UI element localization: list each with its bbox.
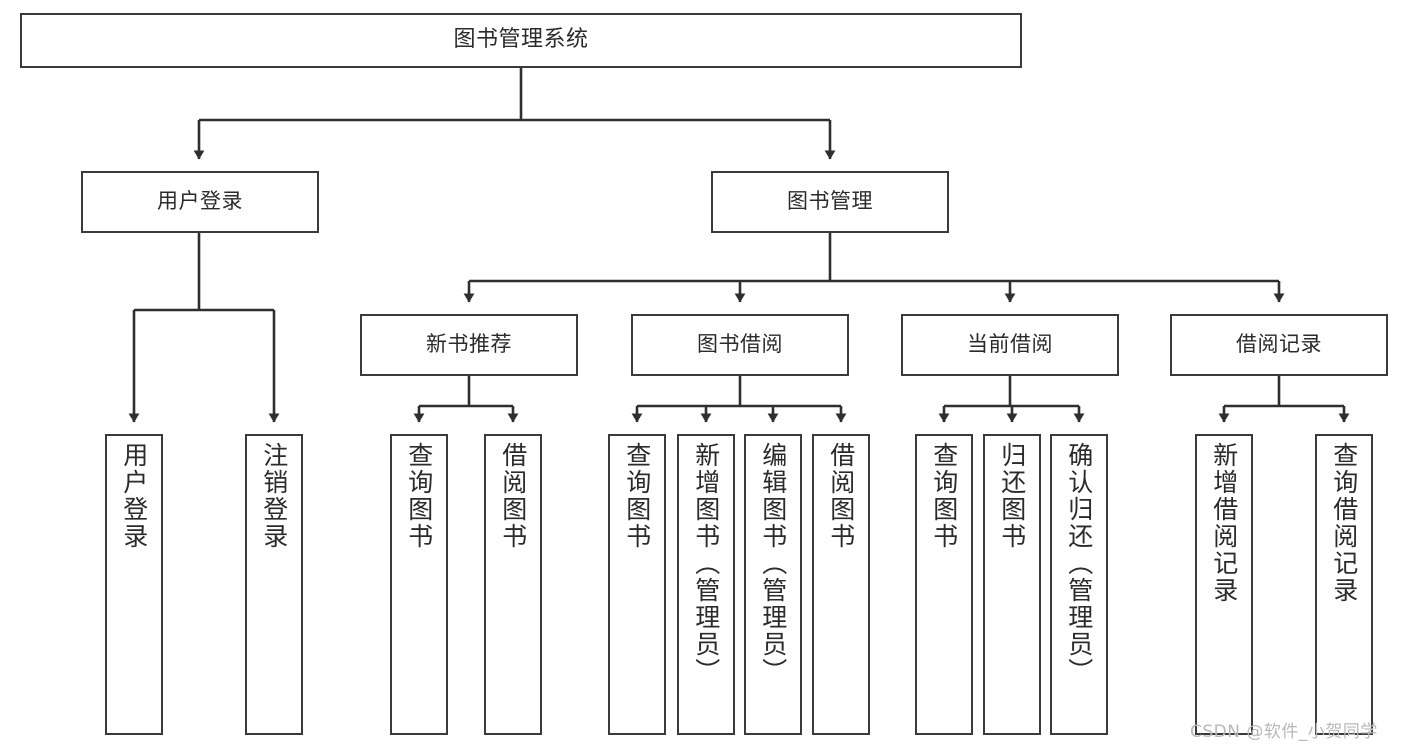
node-label: 查询图书 <box>929 442 959 550</box>
leaf-current-return-book[interactable]: 归还图书 <box>983 434 1041 735</box>
leaf-borrow-query-book[interactable]: 查询图书 <box>608 434 666 735</box>
leaf-records-add-record[interactable]: 新增借阅记录 <box>1195 434 1253 735</box>
node-label: 用户登录 <box>119 442 149 550</box>
node-root-system[interactable]: 图书管理系统 <box>20 13 1022 68</box>
node-new-book-recommend[interactable]: 新书推荐 <box>360 314 578 376</box>
node-current-borrow[interactable]: 当前借阅 <box>901 314 1119 376</box>
node-label: 新书推荐 <box>426 332 512 357</box>
leaf-borrow-edit-book-admin[interactable]: 编辑图书（管理员） <box>744 434 802 735</box>
node-book-borrow[interactable]: 图书借阅 <box>631 314 849 376</box>
node-label: 查询图书 <box>622 442 652 550</box>
node-label: 当前借阅 <box>967 332 1053 357</box>
leaf-current-confirm-return-admin[interactable]: 确认归还（管理员） <box>1050 434 1108 735</box>
node-user-login[interactable]: 用户登录 <box>81 171 319 233</box>
node-label: 图书管理 <box>787 189 873 214</box>
leaf-recommend-query-book[interactable]: 查询图书 <box>390 434 448 735</box>
node-book-management[interactable]: 图书管理 <box>711 171 949 233</box>
node-label: 新增借阅记录 <box>1209 442 1239 604</box>
leaf-borrow-borrow-book[interactable]: 借阅图书 <box>812 434 870 735</box>
node-label: 查询图书 <box>404 442 434 550</box>
node-label: 用户登录 <box>157 189 243 214</box>
node-label: 借阅图书 <box>498 442 528 550</box>
node-label: 查询借阅记录 <box>1329 442 1359 604</box>
node-label: 新增图书（管理员） <box>691 442 721 685</box>
node-label: 借阅记录 <box>1236 332 1322 357</box>
leaf-user-login-login[interactable]: 用户登录 <box>105 434 163 735</box>
node-label: 归还图书 <box>997 442 1027 550</box>
node-label: 注销登录 <box>259 442 289 550</box>
csdn-watermark: CSDN @软件_小贺同学 <box>1190 722 1378 742</box>
node-borrow-records[interactable]: 借阅记录 <box>1170 314 1388 376</box>
node-label: 确认归还（管理员） <box>1064 442 1094 685</box>
leaf-records-query-record[interactable]: 查询借阅记录 <box>1315 434 1373 735</box>
leaf-borrow-add-book-admin[interactable]: 新增图书（管理员） <box>677 434 735 735</box>
node-label: 图书借阅 <box>697 332 783 357</box>
node-label: 借阅图书 <box>826 442 856 550</box>
node-label: 编辑图书（管理员） <box>758 442 788 685</box>
leaf-current-query-book[interactable]: 查询图书 <box>915 434 973 735</box>
node-label: 图书管理系统 <box>453 27 589 53</box>
leaf-recommend-borrow-book[interactable]: 借阅图书 <box>484 434 542 735</box>
leaf-user-login-logout[interactable]: 注销登录 <box>245 434 303 735</box>
